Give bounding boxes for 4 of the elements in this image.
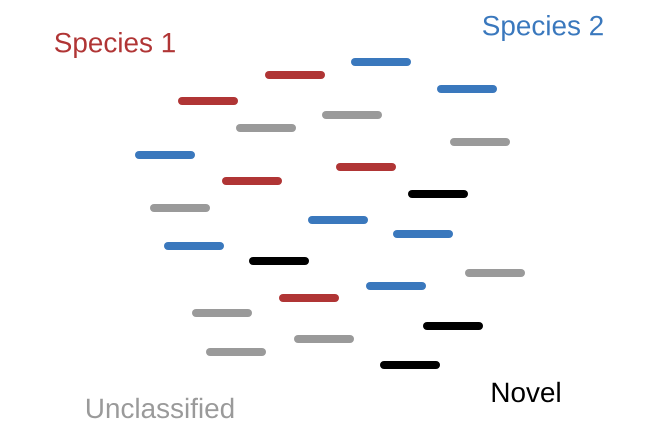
group-label: Unclassified [86, 398, 234, 418]
group-label: Species 1 [55, 32, 175, 58]
group-label: Species 2 [483, 15, 603, 41]
group-label: Novel [492, 382, 560, 402]
